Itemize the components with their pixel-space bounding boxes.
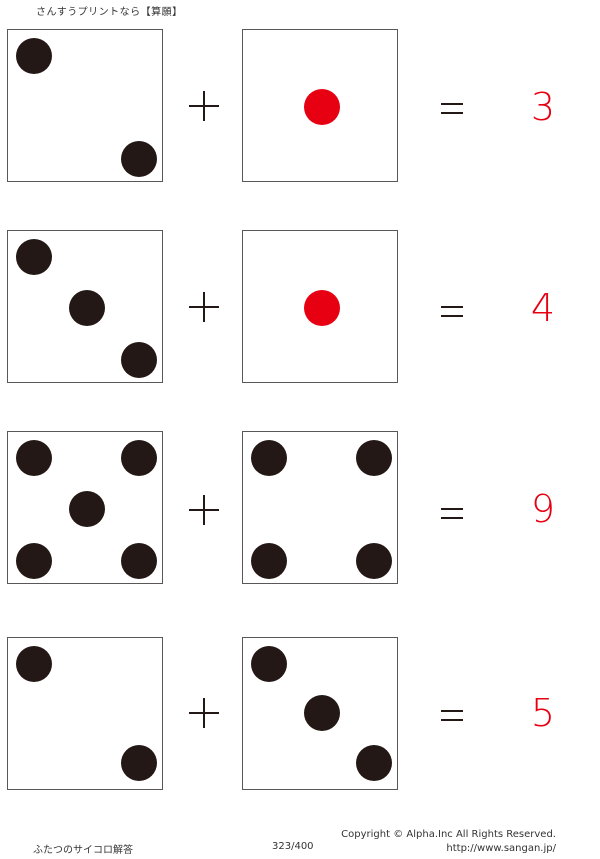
problem-row-2: 4 — [0, 230, 600, 386]
problem-row-3: 9 — [0, 431, 600, 587]
red-pip — [304, 290, 340, 326]
die-face-two — [7, 29, 163, 182]
pip — [121, 440, 157, 476]
pip — [251, 646, 287, 682]
pip — [16, 38, 52, 74]
pip — [121, 141, 157, 177]
pip — [251, 543, 287, 579]
pip — [16, 440, 52, 476]
pip — [16, 543, 52, 579]
pip — [69, 491, 105, 527]
die-face-three — [242, 637, 398, 790]
header-title: さんすうプリントなら【算願】 — [36, 7, 183, 18]
pip — [356, 440, 392, 476]
die-face-one — [242, 230, 398, 383]
die-face-three — [7, 230, 163, 383]
site-url-link[interactable]: http://www.sangan.jp/ — [446, 843, 556, 854]
equals-sign — [441, 710, 463, 722]
answer-value: 9 — [530, 487, 556, 531]
pip — [16, 239, 52, 275]
pip — [356, 543, 392, 579]
equals-sign — [441, 103, 463, 115]
pip — [121, 745, 157, 781]
problem-row-1: 3 — [0, 29, 600, 185]
plus-sign — [189, 698, 219, 728]
equals-sign — [441, 306, 463, 318]
pip — [121, 342, 157, 378]
plus-sign — [189, 495, 219, 525]
pip — [356, 745, 392, 781]
die-face-five — [7, 431, 163, 584]
answer-value: 3 — [530, 85, 556, 129]
die-face-four — [242, 431, 398, 584]
footer-worksheet-title: ふたつのサイコロ解答 — [33, 845, 133, 856]
plus-sign — [189, 292, 219, 322]
red-pip — [304, 89, 340, 125]
die-face-one — [242, 29, 398, 182]
pip — [304, 695, 340, 731]
problem-row-4: 5 — [0, 637, 600, 793]
pip — [69, 290, 105, 326]
page-number: 323/400 — [272, 841, 314, 852]
pip — [121, 543, 157, 579]
answer-value: 5 — [530, 691, 556, 735]
equals-sign — [441, 508, 463, 520]
answer-value: 4 — [530, 286, 556, 330]
pip — [16, 646, 52, 682]
pip — [251, 440, 287, 476]
die-face-two — [7, 637, 163, 790]
plus-sign — [189, 91, 219, 121]
copyright-text: Copyright © Alpha.Inc All Rights Reserve… — [341, 829, 556, 840]
